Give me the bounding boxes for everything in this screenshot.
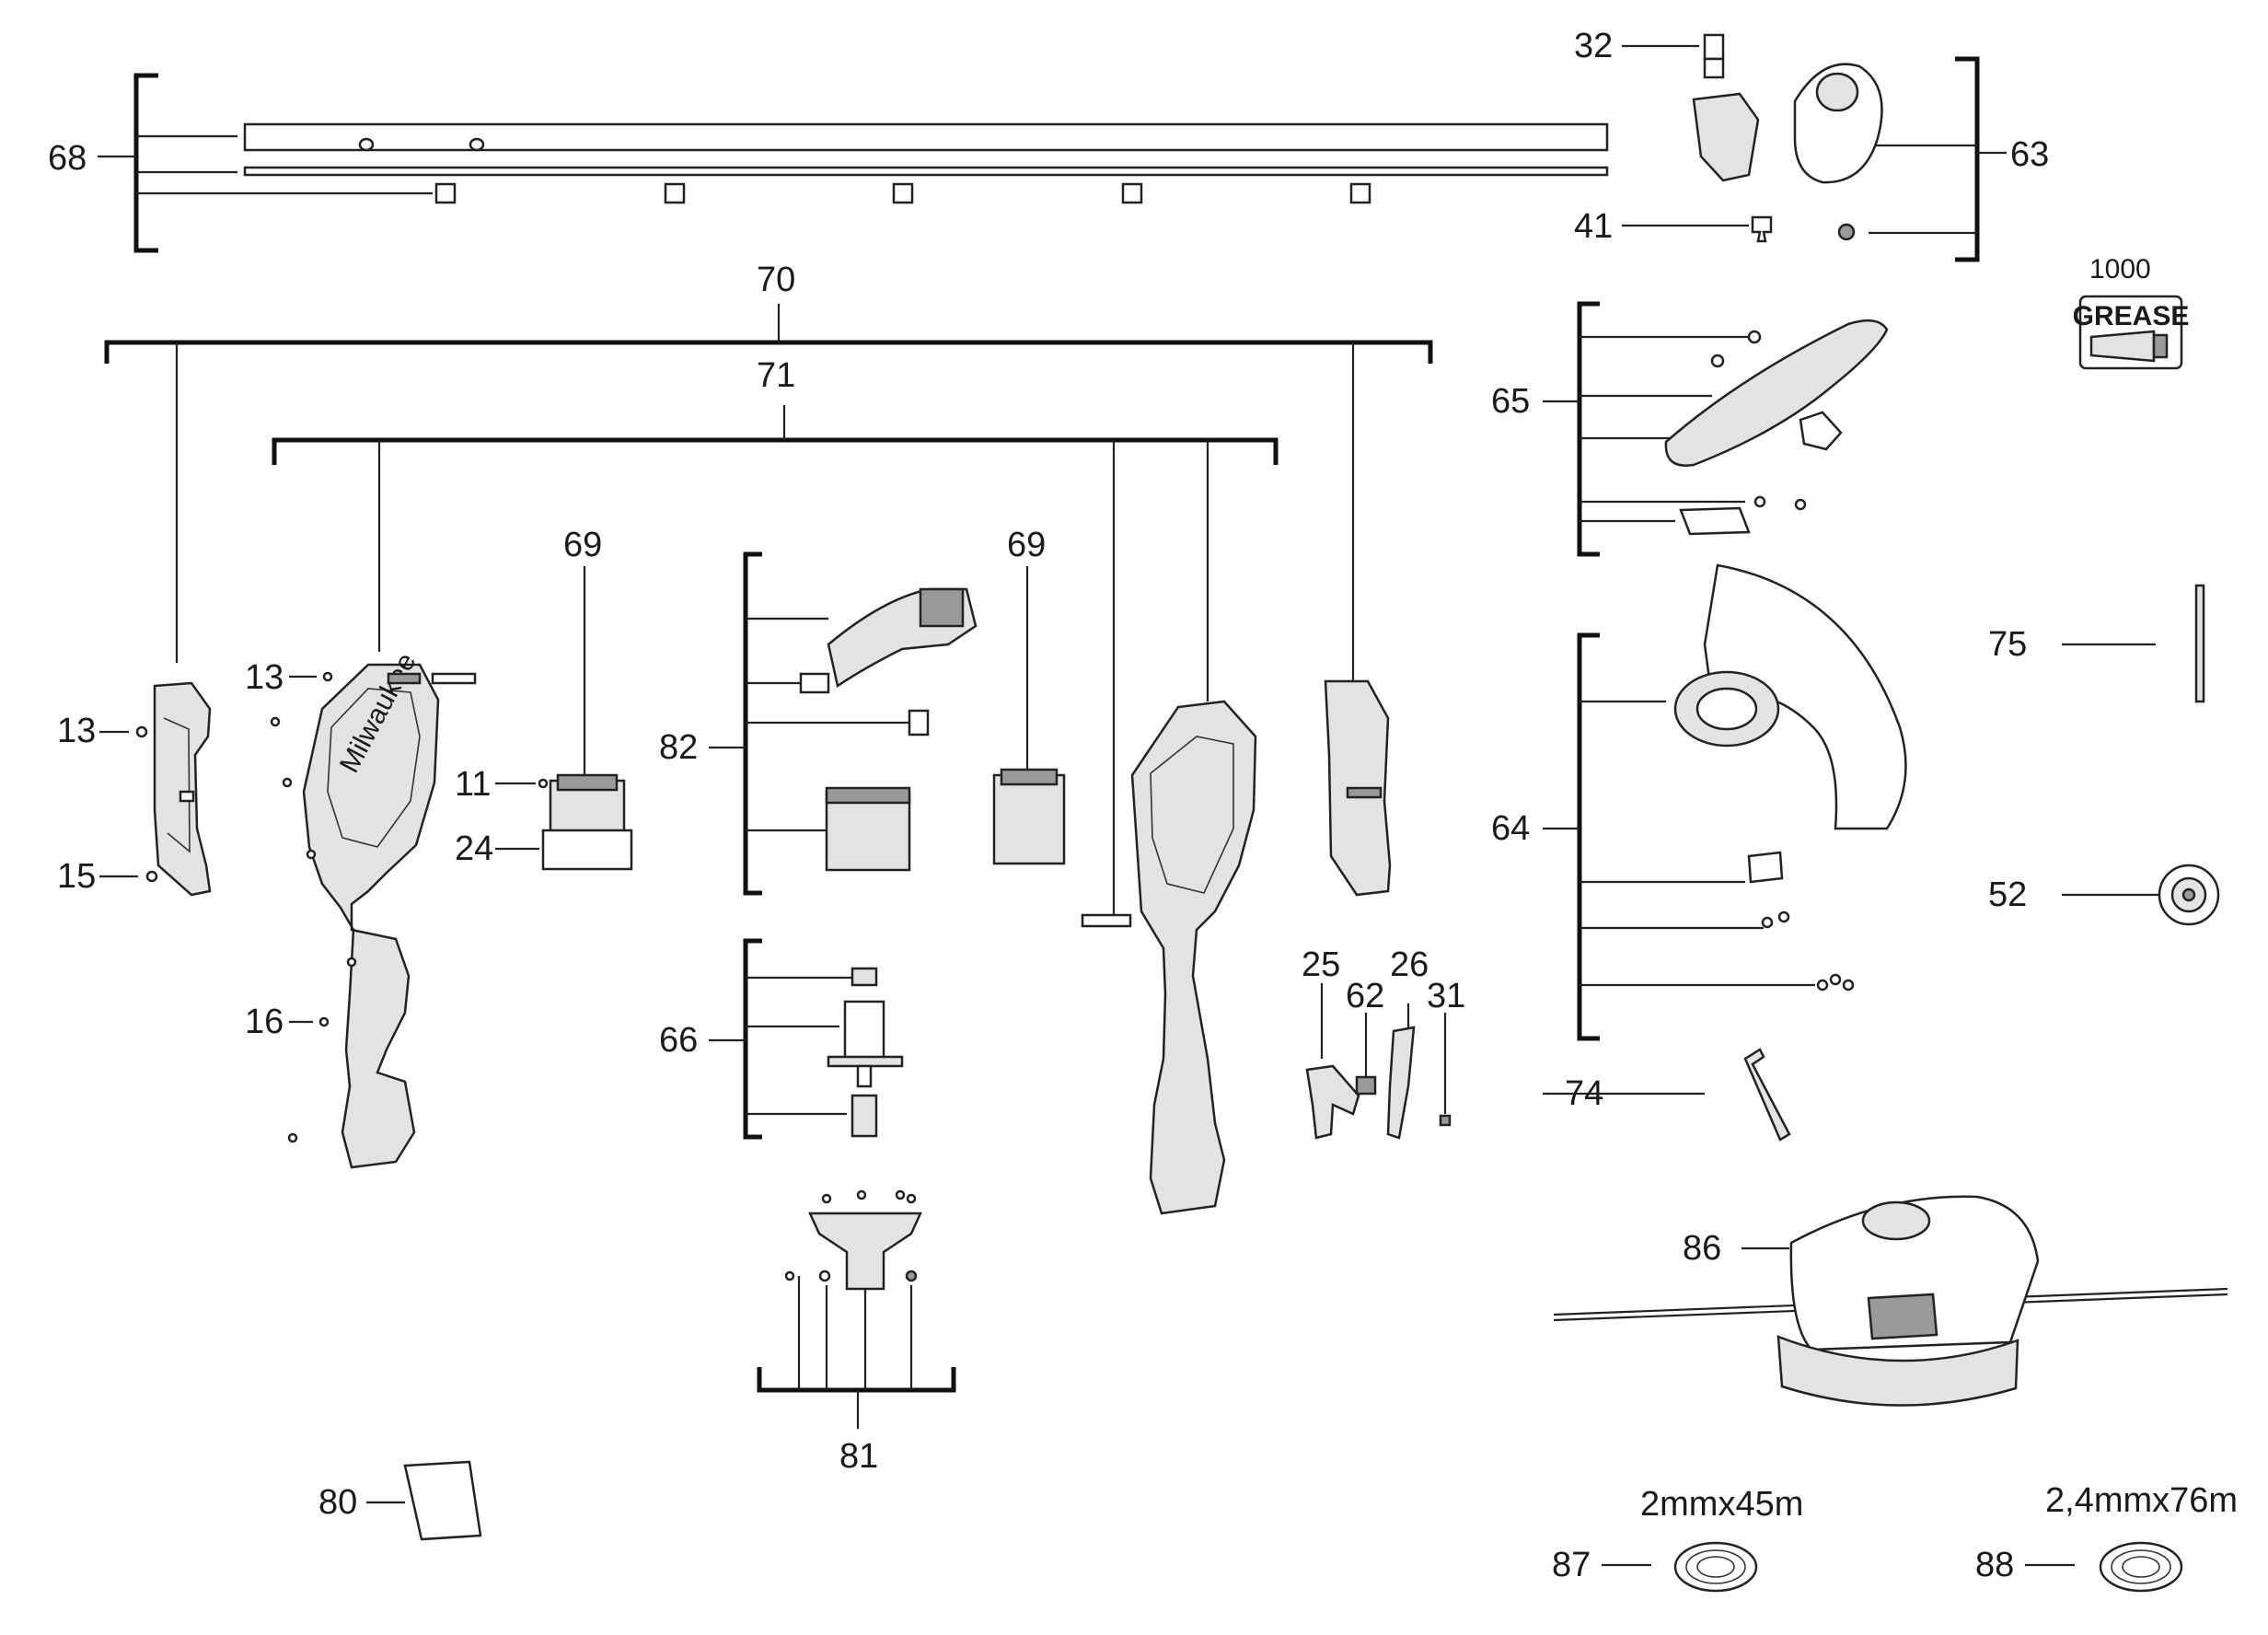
line-spec-87: 2mmx45m <box>1640 1485 1803 1524</box>
callout-71: 71 <box>757 356 795 395</box>
line-spool-87 <box>1602 1541 1758 1593</box>
right-housing-half <box>1081 700 1257 1215</box>
rod-75 <box>2062 584 2205 703</box>
callout-63: 63 <box>2010 135 2049 174</box>
callout-69-left: 69 <box>563 526 602 564</box>
callout-69-middle: 69 <box>1007 526 1046 564</box>
trigger-parts <box>1305 983 1452 1140</box>
battery-terminal-69-left <box>495 566 633 871</box>
callout-26: 26 <box>1390 945 1429 984</box>
motor-group-66 <box>709 938 904 1140</box>
callout-24: 24 <box>455 829 493 868</box>
callout-41: 41 <box>1574 207 1613 246</box>
callout-87: 87 <box>1552 1546 1591 1584</box>
spool-cap-52 <box>2062 864 2220 926</box>
battery-terminal-69-middle <box>992 566 1066 865</box>
callout-62: 62 <box>1346 977 1384 1015</box>
callout-74: 74 <box>1565 1074 1603 1113</box>
callout-1000: 1000 <box>2089 254 2151 284</box>
grease-tube-1000: GREASE <box>2073 295 2190 370</box>
line-spool-88 <box>2025 1541 2183 1593</box>
callout-labels: 68 70 71 69 69 13 13 15 16 11 24 82 66 8… <box>48 27 2238 1584</box>
callout-13-upper: 13 <box>245 658 284 697</box>
callout-15: 15 <box>57 857 96 896</box>
callout-80: 80 <box>318 1483 357 1522</box>
electronics-group-82 <box>709 551 978 896</box>
hex-key-74 <box>1543 1048 1791 1142</box>
callout-68: 68 <box>48 139 87 178</box>
callout-52: 52 <box>1988 875 2027 914</box>
guard-bracket-group-65 <box>1543 301 1889 557</box>
manual-sheet-80 <box>366 1460 482 1541</box>
grease-label: GREASE <box>2073 301 2190 331</box>
callout-32: 32 <box>1574 27 1613 65</box>
callout-65: 65 <box>1491 382 1530 421</box>
callout-31: 31 <box>1427 977 1465 1015</box>
callout-13-lower: 13 <box>57 712 96 750</box>
callout-16: 16 <box>245 1003 284 1041</box>
trimmer-head-86 <box>1553 1195 2228 1407</box>
callout-11: 11 <box>455 765 491 804</box>
callout-81: 81 <box>839 1437 878 1476</box>
callout-64: 64 <box>1491 809 1530 848</box>
callout-70: 70 <box>757 261 795 299</box>
callout-82: 82 <box>659 728 698 767</box>
callout-86: 86 <box>1683 1229 1721 1268</box>
head-bracket-63 <box>1622 33 2007 262</box>
housing-set-brackets <box>104 304 1433 921</box>
shaft-assembly-68 <box>98 73 1609 253</box>
guard-group-64 <box>1543 563 1907 1041</box>
right-cover-part <box>1324 679 1392 897</box>
left-housing-half: Milwaukee <box>270 648 477 1169</box>
callout-75: 75 <box>1988 625 2027 664</box>
gearbox-group-81 <box>757 1189 956 1429</box>
left-cover-part <box>99 681 212 897</box>
callout-25: 25 <box>1302 945 1340 984</box>
callout-66: 66 <box>659 1021 698 1060</box>
callout-88: 88 <box>1975 1546 2014 1584</box>
line-spec-88: 2,4mmx76m <box>2045 1481 2238 1520</box>
